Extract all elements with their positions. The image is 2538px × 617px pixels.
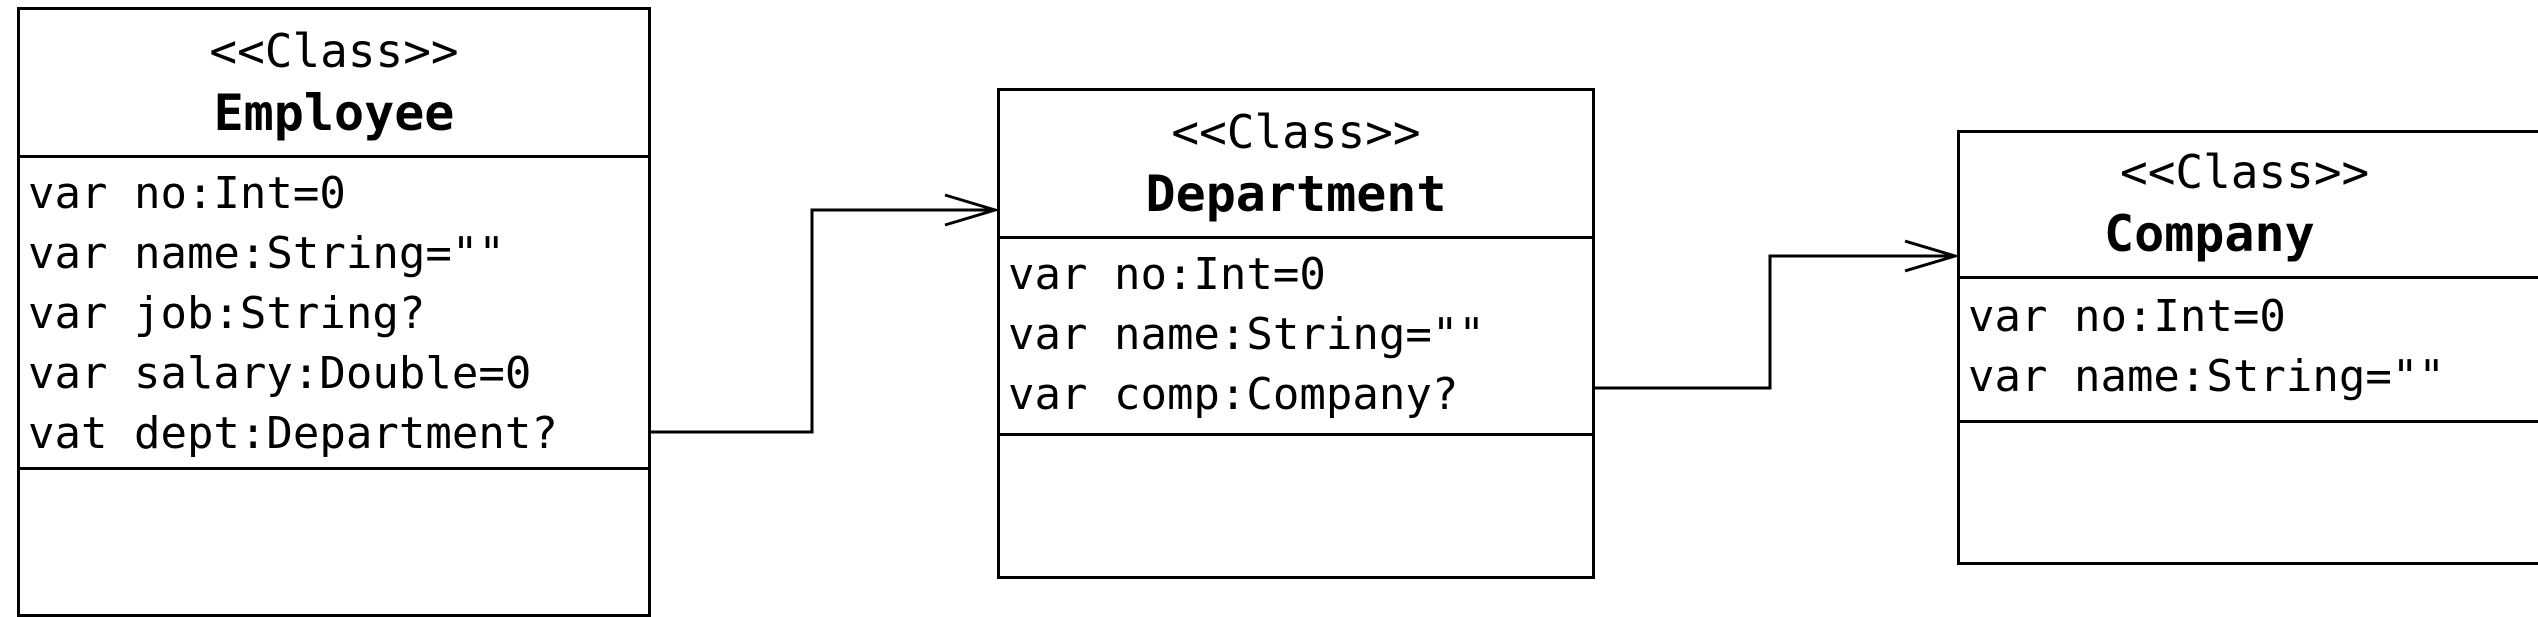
class-header: <<Class>> Company [1960, 133, 2538, 279]
class-stereotype: <<Class>> [209, 24, 459, 78]
association-connectors [651, 193, 1961, 434]
open-arrow-head [1904, 239, 1961, 273]
attribute-row: var comp:Company? [1008, 369, 1459, 420]
class-stereotype: <<Class>> [1171, 105, 1421, 159]
attributes-compartment: var no:Int=0 var name:String="" var comp… [1000, 239, 1592, 436]
attributes-compartment: var no:Int=0 var name:String="" [1960, 279, 2538, 423]
open-arrow-head [944, 193, 1001, 227]
class-department[interactable]: <<Class>> Department var no:Int=0 var na… [997, 88, 1595, 579]
attribute-row: var no:Int=0 [1008, 249, 1326, 300]
attribute-row: var job:String? [28, 288, 426, 339]
class-header: <<Class>> Employee [20, 10, 648, 158]
class-employee[interactable]: <<Class>> Employee var no:Int=0 var name… [17, 7, 651, 617]
association-employee-department[interactable] [651, 193, 1001, 434]
class-header: <<Class>> Department [1000, 91, 1592, 239]
association-department-company[interactable] [1595, 239, 1961, 390]
class-name: Department [1145, 165, 1447, 223]
class-stereotype: <<Class>> [2120, 145, 2370, 199]
attribute-row: var salary:Double=0 [28, 348, 532, 399]
attribute-row: var name:String="" [1968, 351, 2445, 402]
attribute-row: var no:Int=0 [1968, 291, 2286, 342]
class-name: Company [2104, 205, 2315, 263]
attribute-row: vat dept:Department? [28, 408, 558, 459]
class-name: Employee [213, 84, 455, 142]
attributes-compartment: var no:Int=0 var name:String="" var job:… [20, 158, 648, 470]
class-company[interactable]: <<Class>> Company var no:Int=0 var name:… [1957, 130, 2538, 565]
attribute-row: var name:String="" [28, 228, 505, 279]
attribute-row: var no:Int=0 [28, 168, 346, 219]
attribute-row: var name:String="" [1008, 309, 1485, 360]
